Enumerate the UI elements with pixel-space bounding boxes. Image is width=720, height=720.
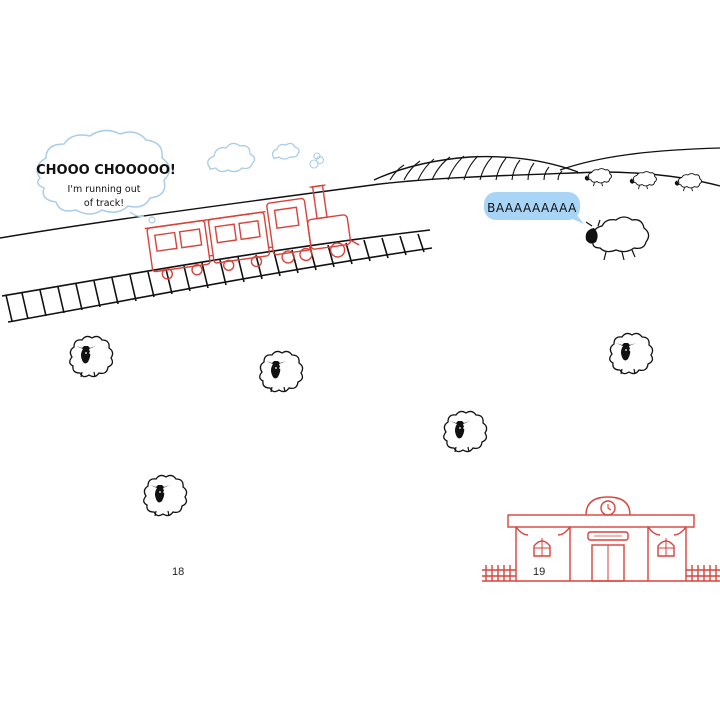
- train-carriage-rear: [144, 219, 211, 280]
- sheep-face-5: [143, 474, 188, 517]
- sky-cloud-1: [207, 142, 256, 173]
- right-hill-line: [559, 147, 720, 171]
- sky-cloud-2: [271, 142, 300, 160]
- page-number-left: 18: [172, 566, 185, 578]
- sheep-face-1: [69, 335, 114, 378]
- train-speech-line3: of track!: [84, 198, 124, 209]
- hill-sheep-3: [674, 173, 702, 192]
- train-station: [482, 496, 720, 582]
- hill-sheep-1: [584, 168, 612, 187]
- sheep-speech-bubble: BAAAAAAAAA: [484, 192, 584, 224]
- striped-hill: [373, 155, 579, 181]
- red-train: [144, 184, 360, 280]
- hill-sheep-2: [629, 171, 657, 190]
- train-speech-cloud: CHOOO CHOOOOO! I'm running out of track!: [36, 129, 176, 224]
- sheep-face-4: [443, 410, 488, 453]
- sheep-face-3: [609, 332, 654, 375]
- train-carriage-middle: [206, 210, 271, 272]
- sheep-face-2: [259, 350, 304, 393]
- train-engine: [266, 184, 360, 264]
- train-speech-line1: CHOOO CHOOOOO!: [36, 163, 176, 178]
- sheep-on-hill: [585, 216, 650, 261]
- page-number-right: 19: [533, 566, 546, 578]
- train-smoke: [309, 152, 325, 169]
- train-speech-line2: I'm running out: [68, 184, 141, 195]
- sheep-speech-text: BAAAAAAAAA: [487, 201, 577, 215]
- railway-track: [1, 229, 433, 323]
